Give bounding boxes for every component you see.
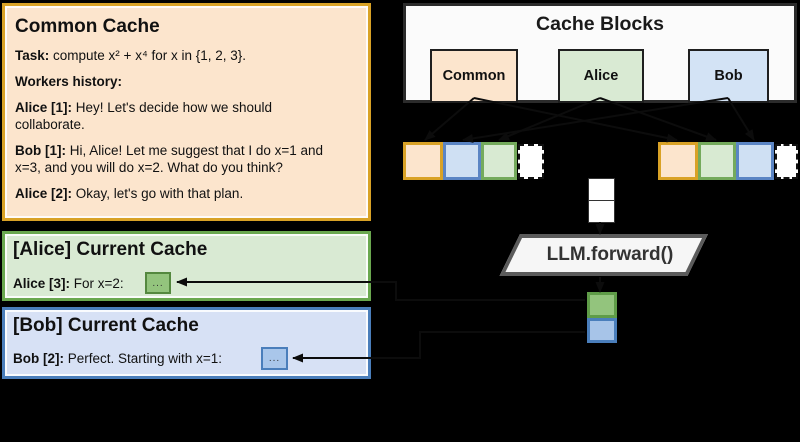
message-speaker: Bob [1]: [15,143,66,158]
arrow-common-to-right-row [473,97,678,143]
message-text: Hey! Let's decide how we should collabor… [15,100,272,132]
cache-block-alice: Alice [558,49,644,103]
token-common [658,142,698,180]
arrow-bob-to-left-row [462,97,729,143]
alice-cache-line: Alice [3]: For x=2: [13,272,124,294]
message-speaker: Alice [1]: [15,100,73,115]
workers-history-label: Workers history: [15,74,123,89]
message-alice-1: Alice [1]: Hey! Let's decide how we shou… [15,99,341,133]
task-label: Task: [15,48,50,63]
input-token-square-top [588,178,615,201]
arrow-alice-to-right-row [599,97,717,141]
alice-new-token-box: ... [145,272,171,294]
arrow-alice-to-left-row [498,97,601,141]
cache-block-common: Common [430,49,518,103]
alice-speaker: Alice [3]: [13,275,71,291]
token-bob [736,142,774,180]
message-text: Okay, let's go with that plan. [75,186,244,201]
bob-new-token-box: ... [261,347,288,370]
token-alice [481,142,517,180]
arrow-common-to-left-row [424,97,475,141]
llm-forward-label: LLM.forward() [546,244,674,265]
bob-cache-title: [Bob] Current Cache [13,315,199,336]
message-text: Hi, Alice! Let me suggest that I do x=1 … [15,143,324,175]
output-token-alice [587,292,617,318]
task-line: Task: compute x² + x⁴ for x in {1, 2, 3}… [15,47,341,64]
cache-block-bob: Bob [688,49,769,103]
token-bob [443,142,481,180]
alice-cache-title: [Alice] Current Cache [13,239,208,260]
common-cache-panel: Common Cache Task: compute x² + x⁴ for x… [2,3,371,221]
message-bob-1: Bob [1]: Hi, Alice! Let me suggest that … [15,142,341,176]
common-cache-title: Common Cache [15,16,160,37]
cache-blocks-panel: Cache Blocks Common Alice Bob [403,3,797,103]
task-text: compute x² + x⁴ for x in {1, 2, 3}. [53,48,247,63]
token-alice [698,142,736,180]
alice-text: For x=2: [73,275,124,291]
input-token-square-bottom [588,199,615,223]
bob-text: Perfect. Starting with x=1: [67,350,222,366]
message-alice-2: Alice [2]: Okay, let's go with that plan… [15,185,341,202]
bob-cache-line: Bob [2]: Perfect. Starting with x=1: [13,347,222,369]
token-empty [518,144,544,179]
message-speaker: Alice [2]: [15,186,73,201]
cache-blocks-title: Cache Blocks [536,13,664,35]
arrow-bob-to-right-row [727,97,755,141]
output-token-bob [587,318,617,343]
token-common [403,142,443,180]
token-empty [775,144,798,179]
bob-speaker: Bob [2]: [13,350,64,366]
